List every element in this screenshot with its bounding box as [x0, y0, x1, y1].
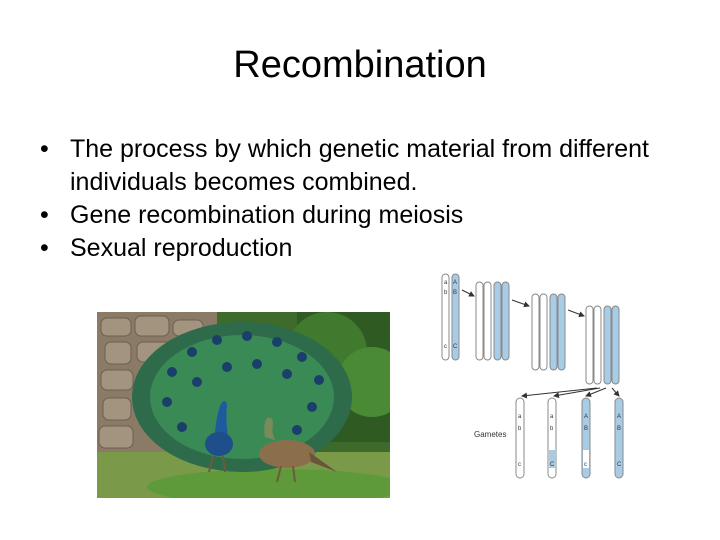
svg-text:c: c	[584, 462, 587, 468]
bullet-item: • The process by which genetic material f…	[40, 133, 690, 199]
svg-text:b: b	[444, 290, 448, 296]
bullet-text: Gene recombination during meiosis	[70, 201, 464, 229]
bullet-text: The process by which genetic material fr…	[70, 135, 649, 196]
svg-text:C: C	[453, 344, 458, 350]
svg-text:A: A	[453, 280, 457, 286]
bullet-dot: •	[40, 234, 49, 262]
bullet-item: • Gene recombination during meiosis	[40, 199, 690, 232]
peacock-image	[97, 312, 390, 498]
svg-text:B: B	[584, 426, 588, 432]
svg-text:C: C	[617, 462, 622, 468]
bullet-dot: •	[40, 135, 49, 163]
svg-text:A: A	[584, 414, 588, 420]
svg-text:C: C	[550, 462, 555, 468]
svg-text:a: a	[518, 414, 522, 420]
bullet-dot: •	[40, 201, 49, 229]
svg-text:a: a	[550, 414, 554, 420]
peacock-photo	[97, 312, 390, 498]
svg-text:A: A	[617, 414, 621, 420]
svg-text:B: B	[617, 426, 621, 432]
svg-text:c: c	[444, 344, 447, 350]
bullet-text: Sexual reproduction	[70, 234, 293, 262]
svg-text:b: b	[550, 426, 554, 432]
svg-text:c: c	[518, 462, 521, 468]
gametes-label: Gametes	[474, 430, 506, 439]
svg-text:a: a	[444, 280, 448, 286]
slide-title: Recombination	[233, 44, 487, 86]
bullet-item: • Sexual reproduction	[40, 232, 690, 265]
svg-text:b: b	[518, 426, 522, 432]
svg-text:B: B	[453, 290, 457, 296]
bullet-list: • The process by which genetic material f…	[40, 133, 690, 265]
